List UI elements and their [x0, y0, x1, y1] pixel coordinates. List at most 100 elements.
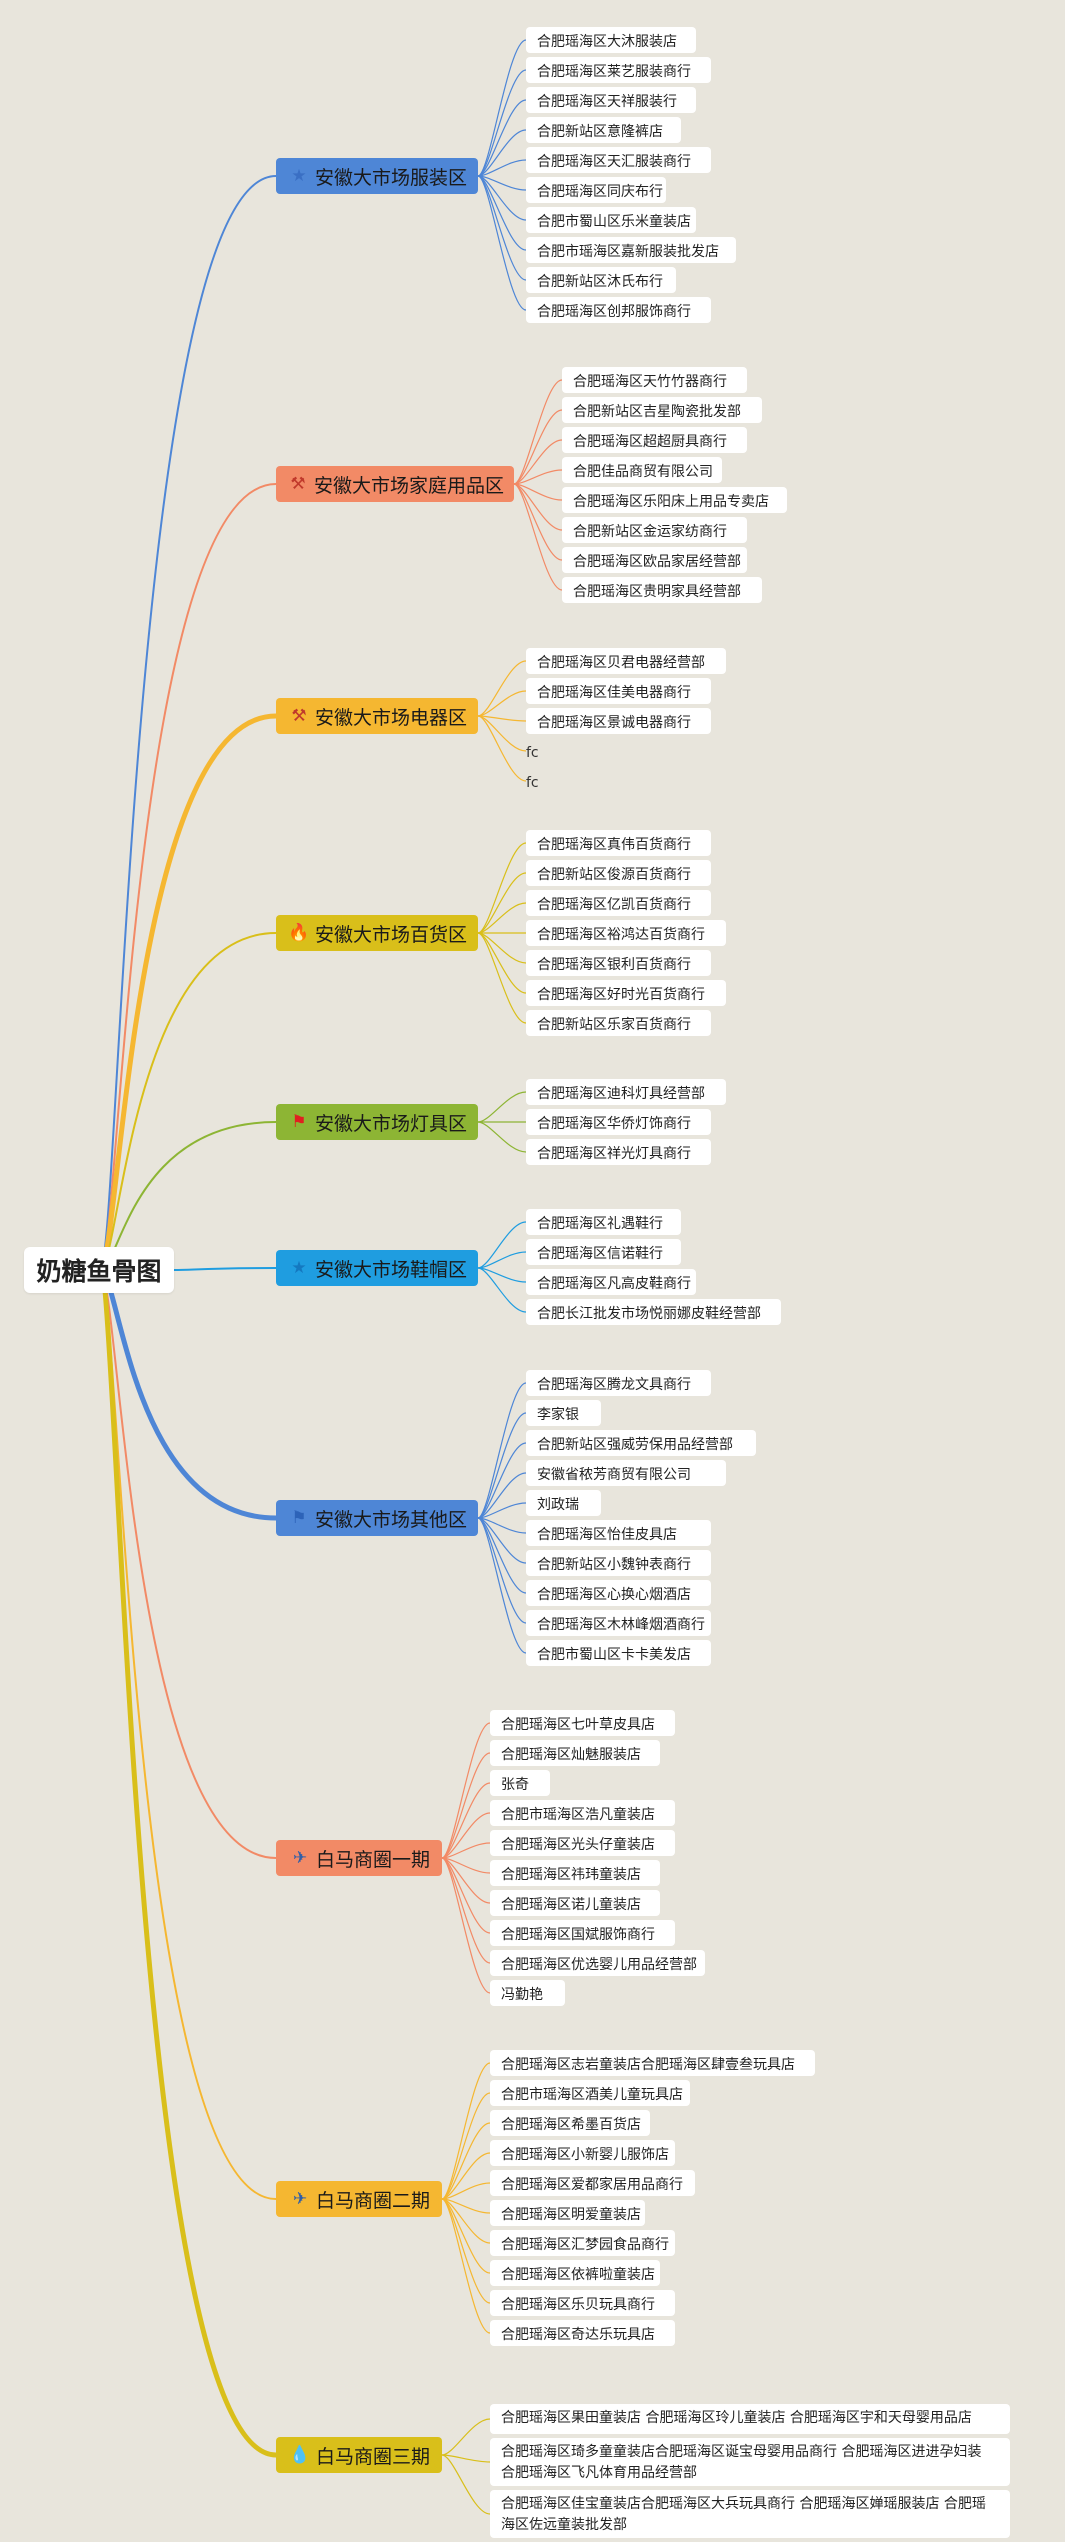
- branch-node[interactable]: ⚑安徽大市场其他区: [276, 1500, 478, 1536]
- leaf-node[interactable]: 合肥瑶海区天祥服装行: [526, 87, 696, 113]
- leaf-node[interactable]: 合肥瑶海区灿魅服装店: [490, 1740, 660, 1766]
- leaf-node[interactable]: 合肥瑶海区心换心烟酒店: [526, 1580, 711, 1606]
- leaf-node[interactable]: 合肥瑶海区明爱童装店: [490, 2200, 645, 2226]
- leaf-node[interactable]: 合肥瑶海区莱艺服装商行: [526, 57, 711, 83]
- leaf-node[interactable]: 合肥新站区小魏钟表商行: [526, 1550, 711, 1576]
- leaf-connector: [441, 1857, 491, 1994]
- leaf-node[interactable]: 合肥瑶海区欧品家居经营部: [562, 547, 747, 573]
- leaf-node[interactable]: 合肥新站区沐氏布行: [526, 267, 676, 293]
- leaf-node[interactable]: 合肥瑶海区七叶草皮具店: [490, 1710, 675, 1736]
- leaf-node[interactable]: 合肥瑶海区乐阳床上用品专卖店: [562, 487, 787, 513]
- leaf-connector: [513, 439, 563, 485]
- leaf-node[interactable]: 合肥瑶海区小新婴儿服饰店: [490, 2140, 675, 2166]
- leaf-node[interactable]: fc: [526, 745, 539, 761]
- leaf-node[interactable]: 合肥瑶海区汇梦园食品商行: [490, 2230, 675, 2256]
- leaf-node[interactable]: 合肥瑶海区乐贝玩具商行: [490, 2290, 675, 2316]
- leaf-node[interactable]: 合肥瑶海区国斌服饰商行: [490, 1920, 675, 1946]
- leaf-node[interactable]: 合肥瑶海区奇达乐玩具店: [490, 2320, 675, 2346]
- leaf-node[interactable]: 合肥市瑶海区嘉新服装批发店: [526, 237, 736, 263]
- leaf-node[interactable]: 张奇: [490, 1770, 550, 1796]
- leaf-node[interactable]: 合肥新站区金运家纺商行: [562, 517, 747, 543]
- leaf-node[interactable]: 合肥长江批发市场悦丽娜皮鞋经营部: [526, 1299, 781, 1325]
- leaf-node[interactable]: 合肥新站区乐家百货商行: [526, 1010, 711, 1036]
- leaf-node[interactable]: 合肥市蜀山区卡卡美发店: [526, 1640, 711, 1666]
- leaf-node[interactable]: 合肥新站区意隆裤店: [526, 117, 681, 143]
- branch-node[interactable]: 💧白马商圈三期: [276, 2437, 442, 2473]
- branch-label: 安徽大市场服装区: [314, 166, 467, 189]
- leaf-node[interactable]: 合肥瑶海区礼遇鞋行: [526, 1209, 681, 1235]
- leaf-connector: [441, 1722, 491, 1859]
- paper-plane-icon: ✈: [292, 1848, 308, 1868]
- leaf-node[interactable]: 安徽省秾芳商贸有限公司: [526, 1460, 726, 1486]
- leaf-connector: [441, 1752, 491, 1859]
- leaf-node[interactable]: 冯勤艳: [490, 1980, 565, 2006]
- leaf-node[interactable]: 合肥瑶海区依裤啦童装店: [490, 2260, 660, 2286]
- star-icon: ★: [291, 166, 307, 186]
- leaf-node[interactable]: 合肥瑶海区天竹竹器商行: [562, 367, 747, 393]
- leaf-node[interactable]: 刘政瑞: [526, 1490, 601, 1516]
- leaf-node[interactable]: 合肥市蜀山区乐米童装店: [526, 207, 696, 233]
- leaf-node[interactable]: 合肥瑶海区木林峰烟酒商行: [526, 1610, 711, 1636]
- leaf-node[interactable]: 合肥瑶海区贝君电器经营部: [526, 648, 726, 674]
- branch-node[interactable]: ⚑安徽大市场灯具区: [276, 1104, 478, 1140]
- branch-node[interactable]: ★安徽大市场鞋帽区: [276, 1250, 478, 1286]
- leaf-node[interactable]: 合肥瑶海区亿凯百货商行: [526, 890, 711, 916]
- leaf-node[interactable]: 合肥瑶海区爱都家居用品商行: [490, 2170, 695, 2196]
- leaf-node[interactable]: 李家银: [526, 1400, 601, 1426]
- branch-label: 白马商圈三期: [315, 2445, 430, 2468]
- leaf-node[interactable]: 合肥瑶海区好时光百货商行: [526, 980, 726, 1006]
- leaf-node[interactable]: 合肥瑶海区光头仔童装店: [490, 1830, 675, 1856]
- leaf-node[interactable]: 合肥新站区俊源百货商行: [526, 860, 711, 886]
- branch-node[interactable]: ⚒安徽大市场电器区: [276, 698, 478, 734]
- branch-node[interactable]: ★ 安徽大市场服装区: [276, 158, 478, 194]
- leaf-node[interactable]: 合肥瑶海区真伟百货商行: [526, 830, 711, 856]
- leaf-node[interactable]: 合肥瑶海区祎玮童装店: [490, 1860, 660, 1886]
- drop-icon: 💧: [289, 2445, 311, 2465]
- leaf-node[interactable]: 合肥瑶海区华侨灯饰商行: [526, 1109, 711, 1135]
- leaf-node[interactable]: 合肥瑶海区优选婴儿用品经营部: [490, 1950, 705, 1976]
- leaf-node[interactable]: 合肥瑶海区信诺鞋行: [526, 1239, 681, 1265]
- leaf-node[interactable]: 合肥市瑶海区浩凡童装店: [490, 1800, 675, 1826]
- leaf-node[interactable]: 合肥瑶海区同庆布行: [526, 177, 666, 203]
- leaf-node[interactable]: 合肥瑶海区创邦服饰商行: [526, 297, 711, 323]
- leaf-node[interactable]: 合肥新站区强威劳保用品经营部: [526, 1430, 756, 1456]
- leaf-node[interactable]: 合肥瑶海区裕鸿达百货商行: [526, 920, 726, 946]
- leaf-node[interactable]: fc: [526, 775, 539, 791]
- leaf-connector: [477, 902, 527, 934]
- leaf-node[interactable]: 合肥瑶海区超超厨具商行: [562, 427, 747, 453]
- leaf-node[interactable]: 合肥佳品商贸有限公司: [562, 457, 722, 483]
- branch-node[interactable]: ⚒安徽大市场家庭用品区: [276, 466, 514, 502]
- branch-label: 白马商圈一期: [315, 1848, 430, 1871]
- leaf-node[interactable]: 合肥瑶海区景诚电器商行: [526, 708, 711, 734]
- leaf-node[interactable]: 合肥瑶海区凡高皮鞋商行: [526, 1269, 696, 1295]
- leaf-node[interactable]: 合肥新站区吉星陶瓷批发部: [562, 397, 762, 423]
- fire-icon: 🔥: [288, 923, 310, 943]
- leaf-node[interactable]: 合肥瑶海区果田童装店 合肥瑶海区玲儿童装店 合肥瑶海区宇和天母婴用品店: [490, 2404, 1010, 2434]
- leaf-connector: [441, 2182, 491, 2200]
- branch-node[interactable]: ✈白马商圈二期: [276, 2181, 442, 2217]
- leaf-node[interactable]: 合肥瑶海区腾龙文具商行: [526, 1370, 711, 1396]
- leaf-node[interactable]: 合肥瑶海区佳宝童装店合肥瑶海区大兵玩具商行 合肥瑶海区婵瑶服装店 合肥瑶海区佐远…: [490, 2490, 1010, 2538]
- branch-label: 白马商圈二期: [315, 2189, 430, 2212]
- leaf-node[interactable]: 合肥瑶海区诺儿童装店: [490, 1890, 660, 1916]
- flag-icon: ⚑: [291, 1508, 307, 1528]
- branch-node[interactable]: ✈ 白马商圈一期: [276, 1840, 442, 1876]
- leaf-node[interactable]: 合肥瑶海区银利百货商行: [526, 950, 711, 976]
- leaf-node[interactable]: 合肥市瑶海区酒美儿童玩具店: [490, 2080, 690, 2106]
- root-branch-connector: [97, 1267, 277, 2458]
- leaf-connector: [477, 129, 527, 177]
- leaf-node[interactable]: 合肥瑶海区贵明家具经营部: [562, 577, 762, 603]
- leaf-connector: [441, 2122, 491, 2200]
- leaf-node[interactable]: 合肥瑶海区祥光灯具商行: [526, 1139, 711, 1165]
- leaf-connector: [477, 660, 527, 717]
- leaf-node[interactable]: 合肥瑶海区大沐服装店: [526, 27, 696, 53]
- leaf-node[interactable]: 合肥瑶海区怡佳皮具店: [526, 1520, 711, 1546]
- leaf-node[interactable]: 合肥瑶海区志岩童装店合肥瑶海区肆壹叁玩具店: [490, 2050, 815, 2076]
- leaf-node[interactable]: 合肥瑶海区琦多童童装店合肥瑶海区诞宝母婴用品商行 合肥瑶海区进进孕妇装 合肥瑶海…: [490, 2438, 1010, 2486]
- leaf-node[interactable]: 合肥瑶海区佳美电器商行: [526, 678, 711, 704]
- leaf-node[interactable]: 合肥瑶海区迪科灯具经营部: [526, 1079, 726, 1105]
- leaf-node[interactable]: 合肥瑶海区天汇服装商行: [526, 147, 711, 173]
- root-node[interactable]: 奶糖鱼骨图: [24, 1247, 174, 1293]
- branch-node[interactable]: 🔥安徽大市场百货区: [276, 915, 478, 951]
- leaf-node[interactable]: 合肥瑶海区希墨百货店: [490, 2110, 650, 2136]
